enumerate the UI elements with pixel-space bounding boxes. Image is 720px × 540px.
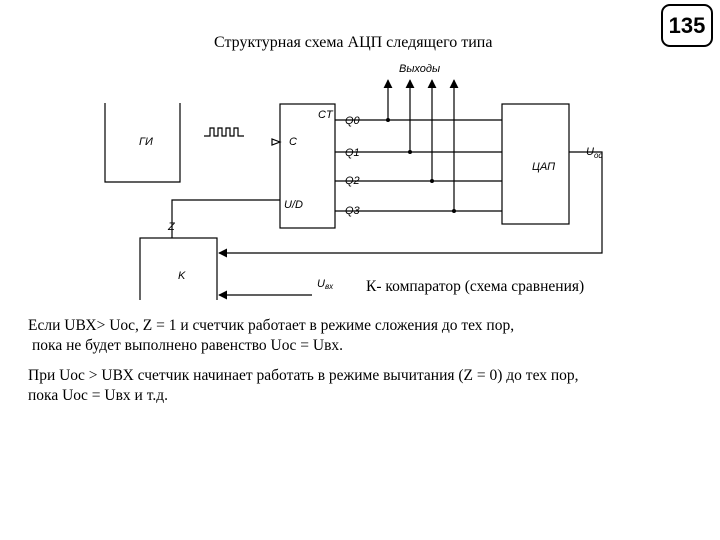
page-title: Структурная схема АЦП следящего типа <box>214 34 493 51</box>
counter-block <box>279 103 336 229</box>
z-label: Z <box>167 221 176 233</box>
gi-label: ГИ <box>139 136 153 148</box>
paragraph-1-line-1: Если UВХ> Uoc, Z = 1 и счетчик работает … <box>28 317 515 334</box>
paragraph-2-line-1: При Uoc > UВХ счетчик начинает работать … <box>28 367 579 384</box>
clock-input-label: C <box>289 136 297 148</box>
clock-input-triangle-icon <box>271 138 282 146</box>
z-line <box>171 199 280 238</box>
feedback-line <box>218 151 603 258</box>
paragraph-1-line-2: пока не будет выполнено равенство Uoc = … <box>32 337 344 354</box>
q0-label: Q0 <box>345 115 361 127</box>
comparator-block <box>139 237 218 300</box>
adc-block-diagram: Выходы ГИ CT C U/D Q0 Q1 Q2 Q3 ЦАП Uос Z… <box>104 63 603 300</box>
gi-block <box>104 103 181 183</box>
counter-label: CT <box>318 109 334 121</box>
dac-block <box>501 103 570 225</box>
feedback-label: Uос <box>586 146 602 160</box>
outputs-label: Выходы <box>399 63 440 75</box>
input-label: Uвх <box>317 278 334 291</box>
dac-label: ЦАП <box>532 161 555 173</box>
q2-label: Q2 <box>345 175 360 187</box>
comparator-note: К- компаратор (схема сравнения) <box>366 278 585 295</box>
updown-input-label: U/D <box>284 199 303 211</box>
paragraph-2-line-2: пока Uoc = Uвх и т.д. <box>28 387 168 404</box>
clock-pulse-icon <box>204 127 244 137</box>
page-number-badge: 135 <box>661 4 713 47</box>
q1-label: Q1 <box>345 147 360 159</box>
comparator-label: K <box>178 270 186 282</box>
q3-label: Q3 <box>345 205 361 217</box>
